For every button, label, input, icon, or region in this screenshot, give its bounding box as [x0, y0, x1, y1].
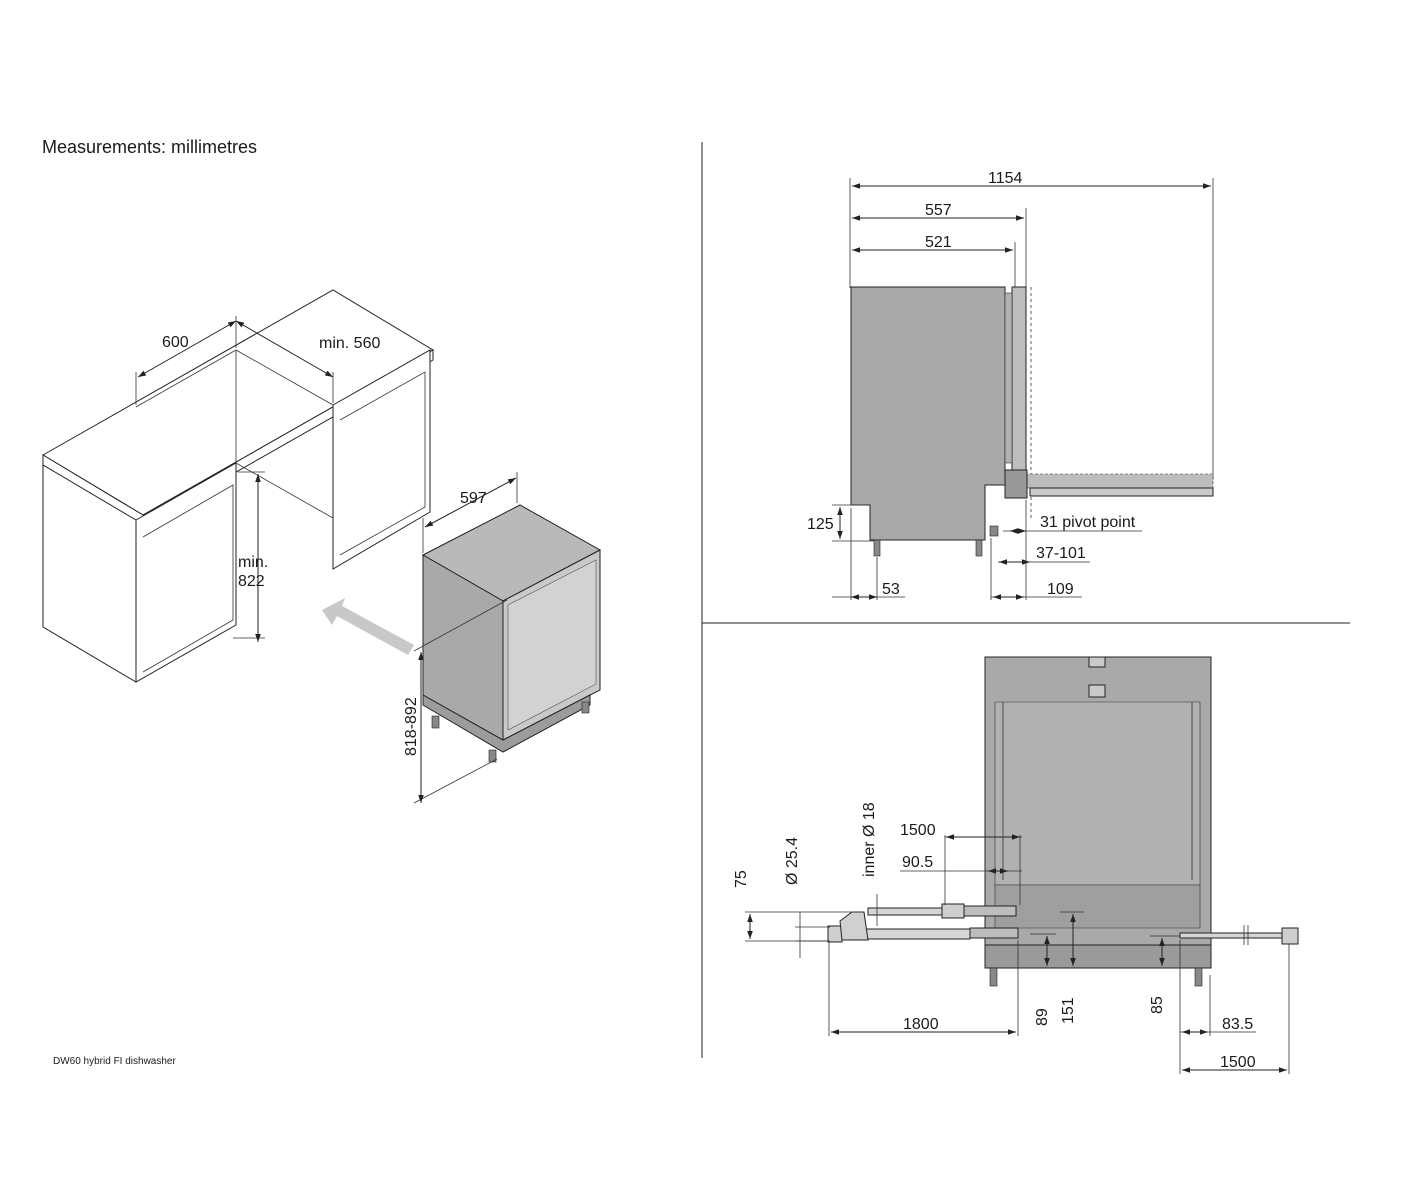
dim-75: 75: [733, 870, 750, 888]
dim-drain-1500: 1500: [900, 822, 936, 839]
dim-niche-depth: min. 560: [319, 335, 380, 352]
dim-inlet-1800: 1800: [903, 1016, 939, 1033]
dim-pivot-point: 31 pivot point: [1040, 514, 1136, 531]
dim-83-5: 83.5: [1222, 1016, 1253, 1033]
insert-direction-arrow: [322, 598, 414, 655]
dim-1154: 1154: [988, 170, 1023, 187]
inlet-hose-fitting: [941, 903, 965, 919]
rear-inner-frame: [994, 701, 1201, 886]
dim-53: 53: [882, 581, 900, 598]
unit-door-panel: [507, 559, 597, 731]
unit-foot-3: [581, 701, 590, 714]
dim-109: 109: [1047, 581, 1074, 598]
power-cord: [1179, 932, 1291, 939]
inlet-hose-ribbed: [963, 905, 1017, 917]
dim-niche-height-line2: 822: [238, 573, 265, 590]
niche-floor-left: [235, 462, 334, 519]
dim-125: 125: [807, 516, 834, 533]
side-foot-back: [975, 539, 983, 557]
side-body: [850, 286, 1006, 541]
rear-top-notch-2: [1088, 684, 1106, 698]
dim-557: 557: [925, 202, 952, 219]
side-door: [1011, 286, 1027, 493]
page-title: Measurements: millimetres: [42, 137, 258, 157]
side-foot-front: [873, 539, 881, 557]
drain-hose-ribbed: [969, 927, 1019, 939]
side-hinge: [1004, 469, 1028, 499]
dim-89: 89: [1034, 1008, 1051, 1026]
rear-base: [994, 884, 1201, 929]
rear-view: 1500 90.5 inner Ø 18 Ø 25.4 75 1800 89 1: [733, 656, 1299, 1074]
left-cabinet-front: [135, 462, 237, 683]
dim-inlet-diameter: inner Ø 18: [861, 802, 878, 877]
side-door-inner: [1004, 292, 1013, 464]
side-plinth-connector: [989, 525, 999, 537]
dim-niche-width-line: [137, 320, 237, 378]
rear-plinth: [984, 944, 1212, 969]
dim-85: 85: [1149, 996, 1166, 1014]
model-caption: DW60 hybrid FI dishwasher: [53, 1056, 176, 1067]
dim-unit-height: 818-892: [403, 697, 420, 756]
power-plug: [1281, 927, 1299, 945]
side-door-open: [1019, 473, 1214, 489]
drain-connector: [839, 911, 869, 941]
dim-niche-width: 600: [162, 334, 189, 351]
iso-view: 600 min. 560 min. 822 597 818-892: [42, 289, 602, 804]
drain-hose-end: [827, 925, 843, 943]
dim-niche-depth-line: [235, 320, 334, 378]
dim-90-5: 90.5: [902, 854, 933, 871]
dim-cord-1500: 1500: [1220, 1054, 1256, 1071]
dim-521: 521: [925, 234, 952, 251]
dim-unit-width-line: [424, 477, 517, 528]
dim-drain-diameter: Ø 25.4: [784, 837, 801, 885]
unit-foot-2: [488, 749, 497, 763]
unit-foot-1: [431, 715, 440, 729]
right-cabinet-door: [339, 371, 426, 556]
side-view: 1154 557 521 125 31 pivot point 37-101: [807, 170, 1214, 600]
dim-unit-width: 597: [460, 490, 487, 507]
dim-plinth-range: 37-101: [1036, 545, 1086, 562]
rear-foot-left: [989, 967, 998, 987]
side-door-open-edge: [1029, 487, 1214, 497]
dim-151: 151: [1060, 997, 1077, 1024]
rear-foot-right: [1194, 967, 1203, 987]
dim-niche-height-line1: min.: [238, 554, 268, 571]
left-cabinet-door: [142, 484, 234, 673]
rear-top-notch-1: [1088, 656, 1106, 668]
